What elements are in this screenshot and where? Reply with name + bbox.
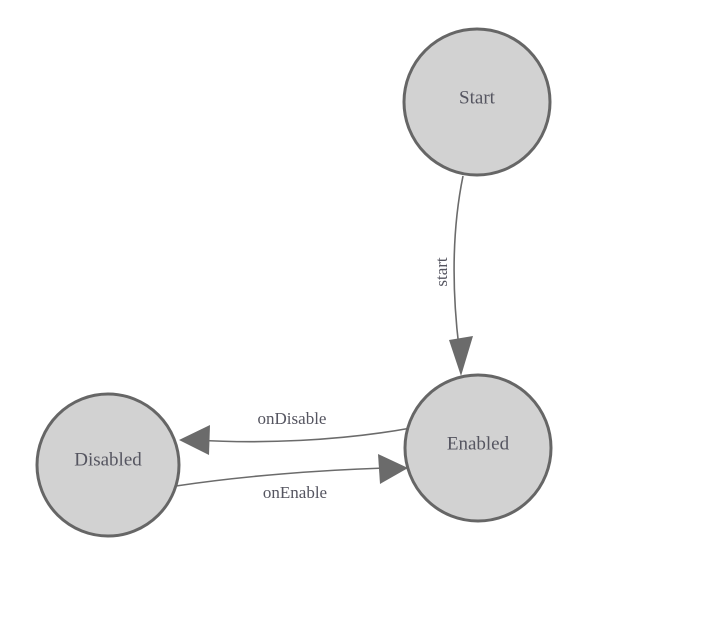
node-disabled[interactable]: Disabled (35, 392, 181, 538)
edge-enabled-to-disabled-arrowhead (179, 425, 210, 455)
edge-disabled-to-enabled[interactable]: onEnable (175, 454, 408, 502)
edge-disabled-to-enabled-arrowhead (378, 454, 408, 484)
node-disabled-label: Disabled (74, 449, 142, 470)
node-start-circle (402, 27, 552, 177)
edge-enabled-to-disabled-path (195, 427, 412, 443)
node-enabled[interactable]: Enabled (403, 373, 553, 523)
edge-enabled-to-disabled-label: onDisable (258, 409, 327, 428)
edge-enabled-to-disabled[interactable]: onDisable (179, 409, 412, 455)
node-enabled-label: Enabled (447, 433, 510, 454)
node-disabled-circle (35, 392, 181, 538)
edge-disabled-to-enabled-path (175, 467, 387, 487)
edge-start-to-enabled-label: start (432, 257, 451, 287)
edge-start-to-enabled[interactable]: start (432, 175, 473, 376)
node-start-label: Start (459, 87, 496, 108)
node-start[interactable]: Start (402, 27, 552, 177)
edge-start-to-enabled-arrowhead (449, 336, 473, 376)
edge-disabled-to-enabled-label: onEnable (263, 483, 327, 502)
edge-start-to-enabled-path (453, 175, 464, 349)
node-enabled-circle (403, 373, 553, 523)
